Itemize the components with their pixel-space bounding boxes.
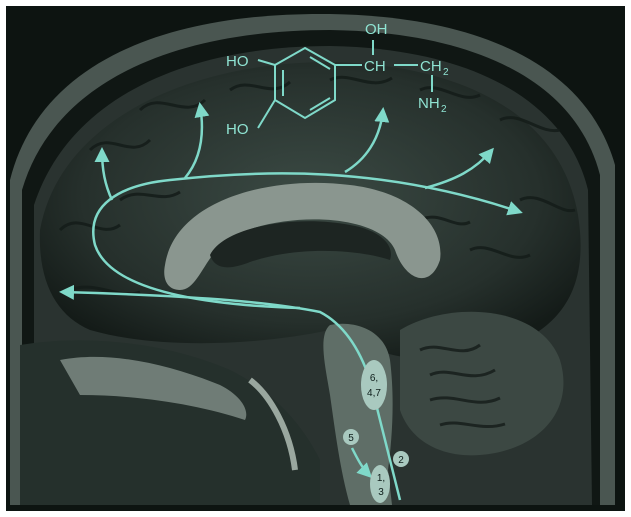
ho-upper-label: HO: [226, 53, 249, 70]
oval-lower-line1: 1,: [377, 473, 385, 484]
ho-lower-label: HO: [226, 121, 249, 138]
oval-lower-line2: 3: [378, 487, 384, 498]
nh2-subscript: 2: [441, 104, 447, 115]
oh-top-label: OH: [365, 21, 388, 38]
ch-label: CH: [364, 58, 386, 75]
nucleus-oval-upper: 6, 4,7: [361, 360, 387, 410]
nucleus-oval-lower: 1, 3: [370, 465, 390, 503]
oval-upper-line2: 4,7: [367, 388, 381, 399]
badge-2-text: 2: [398, 455, 404, 466]
nh2-label: NH: [418, 95, 440, 112]
oval-upper-line1: 6,: [370, 373, 378, 384]
nucleus-badge-5: 5: [343, 429, 359, 445]
ch2-subscript: 2: [443, 67, 449, 78]
badge-5-text: 5: [348, 433, 354, 444]
nucleus-badge-2: 2: [393, 451, 409, 467]
ch2-label: CH: [420, 58, 442, 75]
